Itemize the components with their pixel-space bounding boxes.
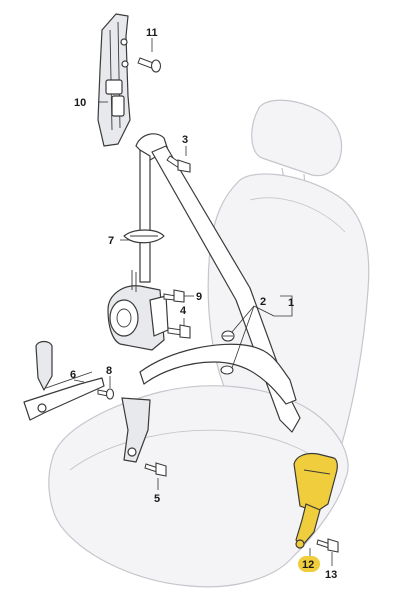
lower-anchor [121, 397, 151, 463]
callout-12-badge: 12 [298, 556, 320, 572]
callout-3: 3 [182, 134, 188, 146]
seat-headrest [251, 99, 343, 177]
callout-4: 4 [180, 305, 187, 317]
seat-cushion [48, 385, 349, 588]
callout-12: 12 [302, 559, 314, 571]
callout-9: 9 [196, 291, 202, 303]
belt-guide-7 [123, 229, 165, 244]
callout-leaders [73, 38, 333, 566]
buckle-stalk-6 [23, 340, 105, 421]
nut-2 [220, 330, 235, 375]
callout-labels: 11 10 3 7 9 4 2 1 6 8 5 12 13 [70, 27, 337, 581]
bolt-3 [166, 155, 191, 173]
bolt-5 [144, 462, 167, 477]
bolt-8 [97, 388, 115, 400]
bolt-9 [163, 289, 185, 303]
callout-8: 8 [106, 365, 112, 377]
callout-2: 2 [260, 296, 266, 308]
callout-13: 13 [325, 569, 337, 581]
seat-belt-buckle-12 [293, 452, 338, 549]
callout-5: 5 [154, 493, 160, 505]
seat-outline [48, 99, 370, 588]
bolt-13 [316, 538, 339, 553]
height-adjuster [97, 13, 131, 147]
callout-1: 1 [288, 297, 294, 309]
callout-11: 11 [146, 27, 158, 39]
callout-7: 7 [108, 235, 114, 247]
belt-retractor [107, 270, 169, 351]
callout-6: 6 [70, 369, 76, 381]
bolt-11 [137, 57, 162, 73]
callout-10: 10 [74, 97, 86, 109]
bolt-4 [167, 324, 191, 339]
